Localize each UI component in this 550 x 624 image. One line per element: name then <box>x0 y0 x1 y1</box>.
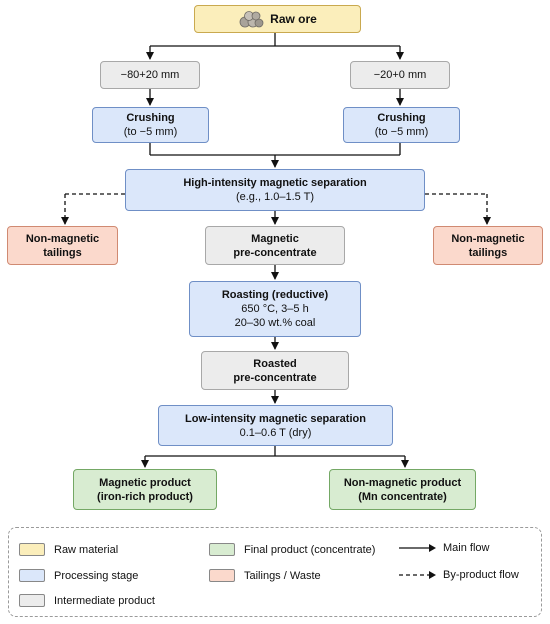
legend-swatch-raw <box>19 543 45 556</box>
crushing-right-box: Crushing (to −5 mm) <box>343 107 460 143</box>
fine-fraction-label: −20+0 mm <box>373 69 427 81</box>
roasted-pre-concentrate-box: Roasted pre-concentrate <box>201 351 349 390</box>
high-intensity-sub: (e.g., 1.0–1.5 T) <box>235 191 315 203</box>
legend-label-intermediate: Intermediate product <box>54 595 155 607</box>
tailings-right-line2: tailings <box>468 246 508 259</box>
non-magnetic-product-box: Non-magnetic product (Mn concentrate) <box>329 469 476 510</box>
low-intensity-title: Low-intensity magnetic separation <box>185 412 366 425</box>
main-flow-arrow-icon <box>429 544 436 552</box>
non-magnetic-product-line2: (Mn concentrate) <box>358 490 447 503</box>
legend-label-byproduct-flow: By-product flow <box>443 569 519 581</box>
roasted-pre-line2: pre-concentrate <box>233 371 317 384</box>
tailings-left-box: Non-magnetic tailings <box>7 226 118 265</box>
high-intensity-separation-box: High-intensity magnetic separation (e.g.… <box>125 169 425 211</box>
byproduct-flow-arrow-icon <box>429 571 436 579</box>
magnetic-product-box: Magnetic product (iron-rich product) <box>73 469 217 510</box>
coarse-fraction-label: −80+20 mm <box>120 69 180 81</box>
byproduct-flow-lines <box>61 193 491 225</box>
legend-swatch-tailings <box>209 569 235 582</box>
crushing-right-title: Crushing <box>377 112 426 124</box>
legend-label-processing: Processing stage <box>54 570 139 582</box>
legend-label-final: Final product (concentrate) <box>244 544 376 556</box>
legend-label-raw: Raw material <box>54 544 119 556</box>
crushing-left-sub: (to −5 mm) <box>123 126 178 138</box>
crushing-right-sub: (to −5 mm) <box>374 126 429 138</box>
ore-pile-icon <box>239 11 264 28</box>
legend-swatch-intermediate <box>19 594 45 607</box>
crushing-left-box: Crushing (to −5 mm) <box>92 107 209 143</box>
legend: Raw material Processing stage Intermedia… <box>8 527 542 617</box>
magnetic-pre-line2: pre-concentrate <box>233 246 317 259</box>
legend-arrows <box>399 544 436 579</box>
high-intensity-title: High-intensity magnetic separation <box>183 177 367 189</box>
legend-swatch-final <box>209 543 235 556</box>
roasting-box: Roasting (reductive) 650 °C, 3–5 h 20–30… <box>189 281 361 337</box>
roasting-line1: 650 °C, 3–5 h <box>241 303 309 315</box>
coarse-fraction-box: −80+20 mm <box>100 61 200 89</box>
tailings-left-line1: Non-magnetic <box>25 232 100 245</box>
low-intensity-sub: 0.1–0.6 T (dry) <box>239 426 312 439</box>
magnetic-product-line2: (iron-rich product) <box>97 490 193 503</box>
magnetic-product-line1: Magnetic product <box>99 476 191 489</box>
roasting-title: Roasting (reductive) <box>221 289 329 301</box>
legend-label-main-flow: Main flow <box>443 542 490 554</box>
raw-ore-label: Raw ore <box>270 12 317 26</box>
non-magnetic-product-line1: Non-magnetic product <box>343 476 462 489</box>
main-flow-lines <box>141 33 409 468</box>
fine-fraction-box: −20+0 mm <box>350 61 450 89</box>
tailings-right-box: Non-magnetic tailings <box>433 226 543 265</box>
crushing-left-title: Crushing <box>126 112 175 124</box>
roasting-line2: 20–30 wt.% coal <box>234 317 316 329</box>
legend-swatch-processing <box>19 569 45 582</box>
tailings-right-line1: Non-magnetic <box>451 232 525 245</box>
tailings-left-line2: tailings <box>43 246 82 259</box>
legend-label-tailings: Tailings / Waste <box>244 570 321 582</box>
raw-ore-box: Raw ore <box>194 5 361 33</box>
magnetic-pre-concentrate-box: Magnetic pre-concentrate <box>205 226 345 265</box>
low-intensity-separation-box: Low-intensity magnetic separation 0.1–0.… <box>158 405 393 446</box>
magnetic-pre-line1: Magnetic <box>251 232 299 245</box>
roasted-pre-line1: Roasted <box>253 357 297 370</box>
